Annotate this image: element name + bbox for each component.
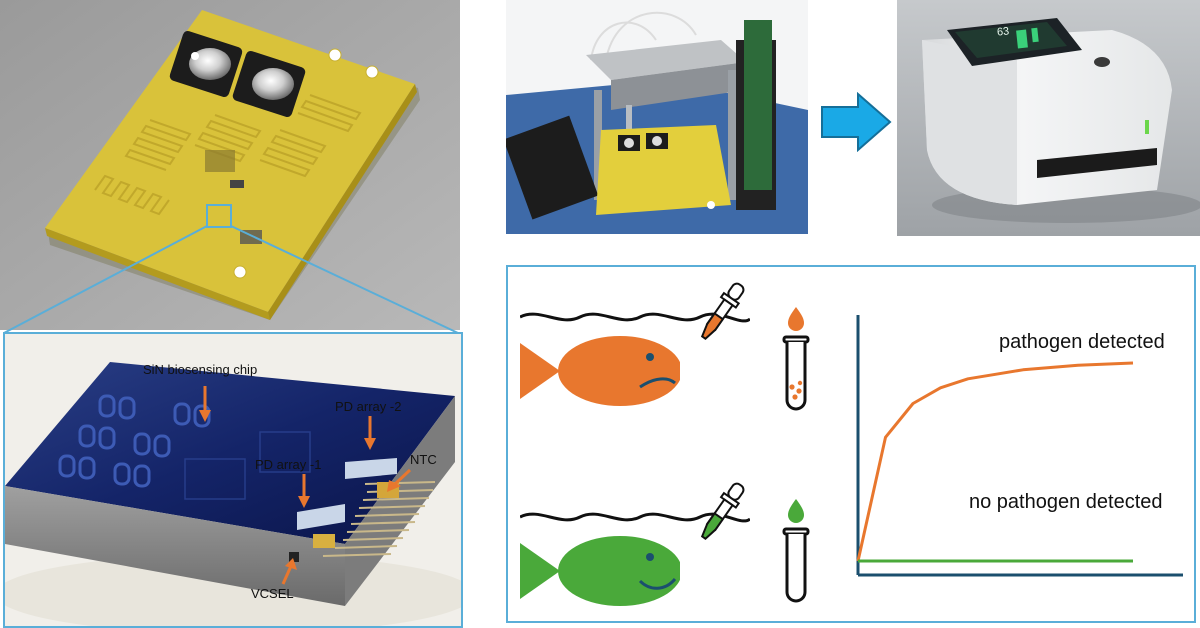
- label-vcsel: VCSEL: [251, 586, 294, 601]
- test-tube-clean-icon: [782, 499, 810, 603]
- microfluidic-cartridge-photo: [0, 0, 460, 330]
- test-tube-infected-icon: [782, 307, 810, 411]
- label-pd-array-2: PD array -2: [335, 399, 402, 414]
- pipette-green-icon: [700, 482, 745, 540]
- zoom-callout-lines: [3, 225, 459, 334]
- detection-response-chart: [856, 315, 1183, 577]
- label-pd-array-1: PD array -1: [255, 457, 322, 472]
- arrow-right-icon: [821, 92, 892, 152]
- label-ntc: NTC: [410, 452, 437, 467]
- healthy-fish-icon: [520, 536, 680, 606]
- device-screen-value: 63: [996, 25, 1010, 39]
- sensor-chip-closeup: SiN biosensing chip PD array -2 PD array…: [3, 332, 463, 628]
- infected-fish-icon: [520, 336, 680, 406]
- label-sin-chip: SiN biosensing chip: [143, 362, 258, 377]
- detection-concept-panel: pathogen detected no pathogen detected: [506, 265, 1196, 623]
- annotation-no-pathogen-detected: no pathogen detected: [969, 491, 1163, 513]
- annotation-pathogen-detected: pathogen detected: [999, 331, 1165, 353]
- pipette-orange-icon: [700, 282, 745, 340]
- final-device-render: 63: [897, 0, 1200, 236]
- lab-prototype-photo: [506, 0, 808, 234]
- series-line-pathogen-detected: [856, 361, 1134, 562]
